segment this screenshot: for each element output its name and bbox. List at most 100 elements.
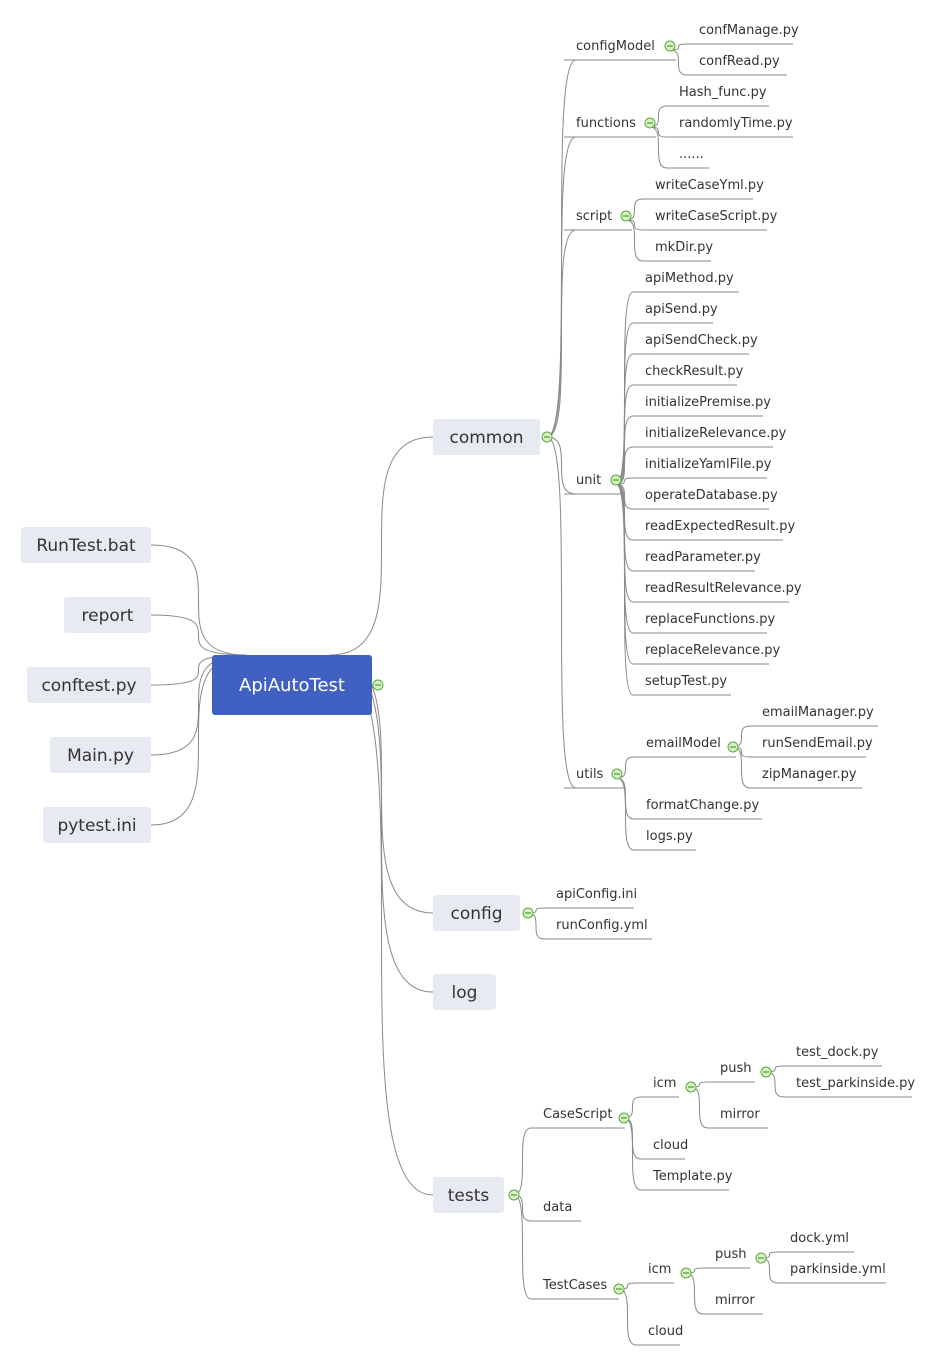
topic-log-box [433, 974, 496, 1010]
node-writecaseyml-py[interactable]: writeCaseYml.py [655, 178, 764, 193]
link-tests-casescript [513, 1127, 532, 1196]
node-zipmanager-py[interactable]: zipManager.py [762, 767, 857, 782]
node-apiconfig-ini[interactable]: apiConfig.ini [556, 887, 637, 902]
node-icm[interactable]: icm [653, 1076, 676, 1091]
left-topic-conftest-py-box [27, 667, 151, 703]
functions-collapse-toggle[interactable] [644, 117, 656, 129]
node-formatchange-py[interactable]: formatChange.py [646, 798, 760, 813]
topic-tests-label: tests [448, 1186, 490, 1206]
node-replacerelevance-py[interactable]: replaceRelevance.py [645, 643, 781, 658]
node-logs-py[interactable]: logs.py [646, 829, 693, 844]
node-writecasescript-py[interactable]: writeCaseScript.py [655, 209, 778, 224]
node-utils[interactable]: utils [576, 767, 604, 782]
node-cloud-2[interactable]: cloud [648, 1324, 683, 1339]
topic-common-label: common [449, 428, 523, 448]
node-initializerelevance-py[interactable]: initializeRelevance.py [645, 426, 787, 441]
node-data[interactable]: data [543, 1200, 572, 1215]
node-parkinside-yml[interactable]: parkinside.yml [790, 1262, 886, 1277]
script-collapse-toggle[interactable] [620, 210, 632, 222]
unit-collapse-toggle[interactable] [610, 474, 622, 486]
casescript-collapse-toggle[interactable] [618, 1112, 630, 1124]
icm-collapse-toggle[interactable] [685, 1081, 697, 1093]
testcases-collapse-toggle[interactable] [613, 1283, 625, 1295]
node-testcases[interactable]: TestCases [542, 1278, 607, 1293]
connector-lines [150, 43, 912, 1346]
node-runsendemail-py[interactable]: runSendEmail.py [762, 736, 873, 751]
icm-2-collapse-toggle[interactable] [680, 1267, 692, 1279]
node-hash-func-py[interactable]: Hash_func.py [679, 85, 767, 100]
node-confmanage-py[interactable]: confManage.py [699, 23, 799, 38]
node-emailmanager-py[interactable]: emailManager.py [762, 705, 874, 720]
node-configmodel[interactable]: configModel [576, 39, 655, 54]
node-operatedatabase-py[interactable]: operateDatabase.py [645, 488, 778, 503]
common-collapse-toggle[interactable] [541, 431, 553, 443]
topic-common[interactable]: common [433, 419, 540, 455]
left-topic-runtest-bat-label: RunTest.bat [36, 536, 136, 556]
node-test-parkinside-py[interactable]: test_parkinside.py [796, 1076, 915, 1091]
root-topic[interactable]: ApiAutoTest [212, 655, 372, 715]
link-root-tests [329, 654, 434, 1196]
node-cloud[interactable]: cloud [653, 1138, 688, 1153]
node-casescript[interactable]: CaseScript [543, 1107, 613, 1122]
push-2-collapse-toggle[interactable] [755, 1252, 767, 1264]
config-collapse-toggle[interactable] [522, 907, 534, 919]
node-mirror[interactable]: mirror [720, 1107, 760, 1122]
topic-log-label: log [452, 983, 478, 1003]
node-test-dock-py[interactable]: test_dock.py [796, 1045, 879, 1060]
tests-collapse-toggle[interactable] [508, 1189, 520, 1201]
node-apisend-py[interactable]: apiSend.py [645, 302, 718, 317]
topic-log[interactable]: log [433, 974, 496, 1010]
link-branches-common-configmodel-files-1 [669, 49, 688, 76]
node-readexpectedresult-py[interactable]: readExpectedResult.py [645, 519, 795, 534]
node-push-2[interactable]: push [715, 1247, 747, 1262]
link-branches-common-utils-files-1 [616, 777, 635, 851]
root-topic-label: ApiAutoTest [239, 675, 345, 696]
emailmodel-collapse-toggle[interactable] [727, 741, 739, 753]
node-confread-py[interactable]: confRead.py [699, 54, 780, 69]
node-readparameter-py[interactable]: readParameter.py [645, 550, 761, 565]
node-setuptest-py[interactable]: setupTest.py [645, 674, 727, 689]
link-common-unit [546, 436, 577, 495]
root-collapse-toggle[interactable] [372, 679, 384, 691]
left-topic-report[interactable]: report [64, 597, 151, 633]
left-topic-report-box [64, 597, 151, 633]
topic-tests[interactable]: tests [433, 1177, 504, 1213]
node-mirror-2[interactable]: mirror [715, 1293, 755, 1308]
node-readresultrelevance-py[interactable]: readResultRelevance.py [645, 581, 802, 596]
node-functions[interactable]: functions [576, 116, 636, 131]
node-script[interactable]: script [576, 209, 612, 224]
configmodel-collapse-toggle[interactable] [664, 40, 676, 52]
node-apisendcheck-py[interactable]: apiSendCheck.py [645, 333, 758, 348]
collapse-toggles [372, 40, 772, 1295]
node-randomlytime-py[interactable]: randomlyTime.py [679, 116, 793, 131]
left-topic-main-py[interactable]: Main.py [50, 737, 151, 773]
node-icm-2[interactable]: icm [648, 1262, 671, 1277]
node-push[interactable]: push [720, 1061, 752, 1076]
node-initializepremise-py[interactable]: initializePremise.py [645, 395, 771, 410]
node-template[interactable]: Template.py [652, 1169, 733, 1184]
node-apimethod-py[interactable]: apiMethod.py [645, 271, 734, 286]
left-topic-runtest-bat[interactable]: RunTest.bat [21, 527, 151, 563]
link-testcases-cloud [618, 1288, 637, 1346]
left-topic-runtest-bat-box [21, 527, 151, 563]
node-emailmodel[interactable]: emailModel [646, 736, 721, 751]
link-root-common [329, 436, 434, 656]
utils-collapse-toggle[interactable] [611, 768, 623, 780]
node-replacefunctions-py[interactable]: replaceFunctions.py [645, 612, 775, 627]
push-collapse-toggle[interactable] [760, 1066, 772, 1078]
link-common-utils [546, 436, 577, 789]
left-topic-pytest-ini-label: pytest.ini [57, 816, 136, 836]
link-root-left-1 [150, 614, 247, 656]
node-dock-yml[interactable]: dock.yml [790, 1231, 849, 1246]
node-mkdir-py[interactable]: mkDir.py [655, 240, 713, 255]
node-unit[interactable]: unit [576, 473, 601, 488]
left-topic-report-label: report [82, 606, 134, 626]
topic-config[interactable]: config [433, 895, 520, 931]
node-runconfig-yml[interactable]: runConfig.yml [556, 918, 648, 933]
left-topic-pytest-ini[interactable]: pytest.ini [43, 807, 151, 843]
left-topic-conftest-py[interactable]: conftest.py [27, 667, 151, 703]
node-checkresult-py[interactable]: checkResult.py [645, 364, 744, 379]
node-initializeyamlfile-py[interactable]: initializeYamlFile.py [645, 457, 772, 472]
left-topic-main-py-label: Main.py [67, 746, 134, 766]
node-[interactable]: ...... [679, 147, 704, 162]
